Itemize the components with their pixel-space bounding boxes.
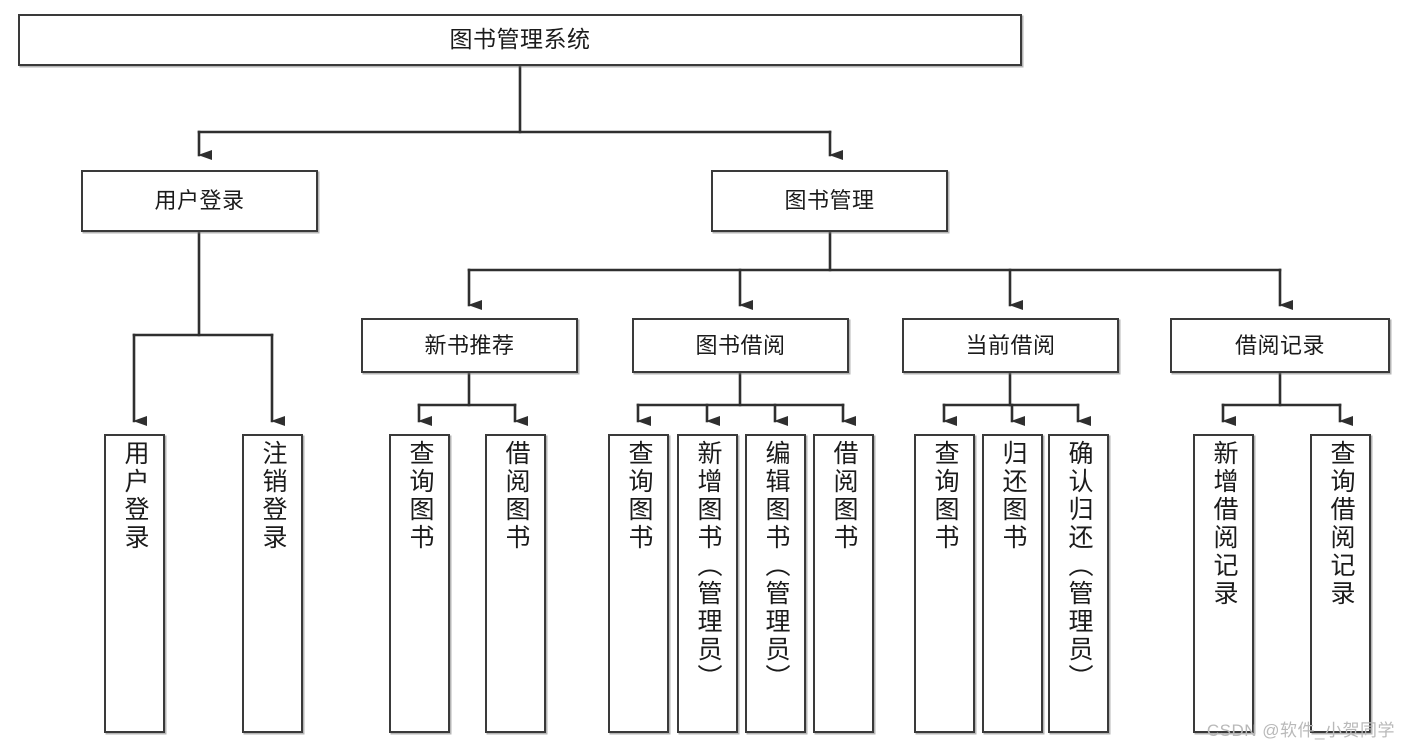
leaf-logout-login[interactable]: 注销登录 (242, 434, 303, 733)
leaf-add-book[interactable]: 新增图书（管理员） (677, 434, 738, 733)
node-label: 借阅图书 (830, 440, 858, 552)
leaf-query-book-1[interactable]: 查询图书 (389, 434, 450, 733)
leaf-edit-book[interactable]: 编辑图书（管理员） (745, 434, 806, 733)
leaf-borrow-book-2[interactable]: 借阅图书 (813, 434, 874, 733)
leaf-query-record[interactable]: 查询借阅记录 (1310, 434, 1371, 733)
node-label: 用户登录 (121, 440, 149, 552)
node-label: 借阅图书 (502, 440, 530, 552)
node-label: 借阅记录 (1234, 332, 1325, 358)
leaf-return-book[interactable]: 归还图书 (982, 434, 1043, 733)
node-label: 查询图书 (931, 440, 959, 552)
node-label: 图书借阅 (695, 332, 786, 358)
node-label: 注销登录 (259, 440, 287, 552)
node-new-book-recommend[interactable]: 新书推荐 (361, 318, 578, 373)
leaf-confirm-return[interactable]: 确认归还（管理员） (1048, 434, 1109, 733)
leaf-borrow-book-1[interactable]: 借阅图书 (485, 434, 546, 733)
node-label: 新增图书（管理员） (694, 440, 722, 692)
csdn-watermark: CSDN @软件_小贺同学 (1206, 721, 1395, 740)
node-label: 查询借阅记录 (1327, 440, 1355, 608)
node-borrow-record[interactable]: 借阅记录 (1170, 318, 1390, 373)
node-label: 新书推荐 (424, 332, 515, 358)
node-book-manage[interactable]: 图书管理 (711, 170, 948, 232)
node-label: 图书管理系统 (449, 26, 591, 53)
node-label: 用户登录 (154, 188, 245, 214)
node-label: 查询图书 (625, 440, 653, 552)
node-book-borrow[interactable]: 图书借阅 (632, 318, 849, 373)
leaf-query-book-2[interactable]: 查询图书 (608, 434, 669, 733)
node-label: 确认归还（管理员） (1065, 440, 1093, 692)
node-label: 归还图书 (999, 440, 1027, 552)
node-label: 当前借阅 (965, 332, 1056, 358)
node-label: 新增借阅记录 (1210, 440, 1238, 608)
node-root-system[interactable]: 图书管理系统 (18, 14, 1022, 66)
node-user-login[interactable]: 用户登录 (81, 170, 318, 232)
leaf-add-record[interactable]: 新增借阅记录 (1193, 434, 1254, 733)
node-label: 图书管理 (784, 188, 875, 214)
node-label: 编辑图书（管理员） (762, 440, 790, 692)
leaf-user-login[interactable]: 用户登录 (104, 434, 165, 733)
node-current-borrow[interactable]: 当前借阅 (902, 318, 1119, 373)
leaf-query-book-3[interactable]: 查询图书 (914, 434, 975, 733)
node-label: 查询图书 (406, 440, 434, 552)
